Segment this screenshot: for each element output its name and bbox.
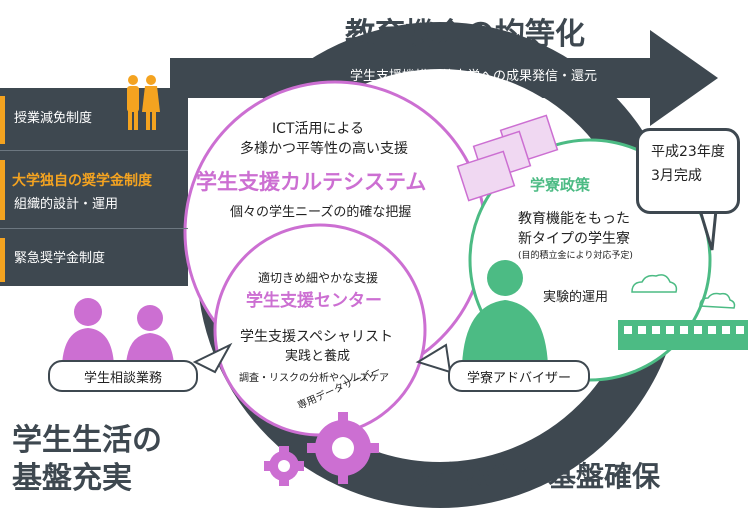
dorm-line2: 新タイプの学生寮 bbox=[518, 231, 630, 247]
dorm-line4: 実験的運用 bbox=[543, 290, 609, 305]
dorm-line3: (目的積立金により対応予定) bbox=[518, 251, 633, 261]
gear-icon bbox=[264, 412, 379, 486]
documents-icon bbox=[456, 114, 559, 202]
bottom-left-line2: 基盤充実 bbox=[12, 461, 132, 496]
left-item-scholarship: 大学独自の奨学金制度 bbox=[12, 173, 152, 189]
center-line2: 学生支援スペシャリスト bbox=[240, 329, 394, 345]
center-line1: 適切きめ細やかな支援 bbox=[258, 271, 379, 285]
bottom-left-line1: 学生生活の bbox=[12, 423, 162, 458]
bubble-line2: 3月完成 bbox=[651, 168, 702, 184]
dorm-building-icon bbox=[618, 320, 748, 350]
left-item-emergency: 緊急奨学金制度 bbox=[14, 251, 106, 266]
left-item-marker bbox=[0, 96, 5, 144]
center-line4: 調査・リスクの分析やヘルスケア bbox=[239, 373, 389, 384]
cloud-icon bbox=[631, 274, 736, 309]
counselor-figures-icon bbox=[62, 298, 174, 365]
advisor-figure-icon bbox=[462, 260, 548, 365]
arrow-text: 学生支援機構や他大学への成果発信・還元 bbox=[350, 69, 598, 84]
counsel-pointer bbox=[192, 342, 233, 374]
bottom-right-title: 教育機能の基盤確保 bbox=[408, 460, 661, 493]
left-item-tuition: 授業減免制度 bbox=[14, 111, 93, 126]
left-item-marker bbox=[0, 238, 5, 282]
dorm-line1: 教育機能をもった bbox=[518, 211, 630, 227]
bubble-line1: 平成23年度 bbox=[651, 144, 725, 160]
counsel-label: 学生相談業務 bbox=[48, 360, 198, 392]
left-item-organization: 組織的設計・運用 bbox=[14, 197, 119, 212]
dorm-title: 学寮政策 bbox=[530, 176, 591, 194]
student-figures-icon bbox=[127, 75, 160, 130]
carte-line1: ICT活用による bbox=[272, 121, 365, 137]
left-panel-bg bbox=[0, 88, 188, 286]
completion-bubble: 平成23年度 3月完成 bbox=[636, 128, 740, 214]
main-title: 教育機会の均等化 bbox=[345, 17, 585, 52]
carte-line3: 個々の学生ニーズの的確な把握 bbox=[230, 205, 412, 220]
advisor-pointer bbox=[415, 343, 452, 374]
left-divider bbox=[0, 150, 188, 151]
left-item-marker bbox=[0, 160, 5, 220]
carte-title: 学生支援カルテシステム bbox=[196, 170, 427, 194]
center-line3: 実践と養成 bbox=[285, 349, 351, 364]
center-title: 学生支援センター bbox=[246, 291, 382, 311]
advisor-label: 学寮アドバイザー bbox=[448, 360, 590, 392]
carte-line2: 多様かつ平等性の高い支援 bbox=[240, 141, 408, 157]
left-divider bbox=[0, 228, 188, 229]
